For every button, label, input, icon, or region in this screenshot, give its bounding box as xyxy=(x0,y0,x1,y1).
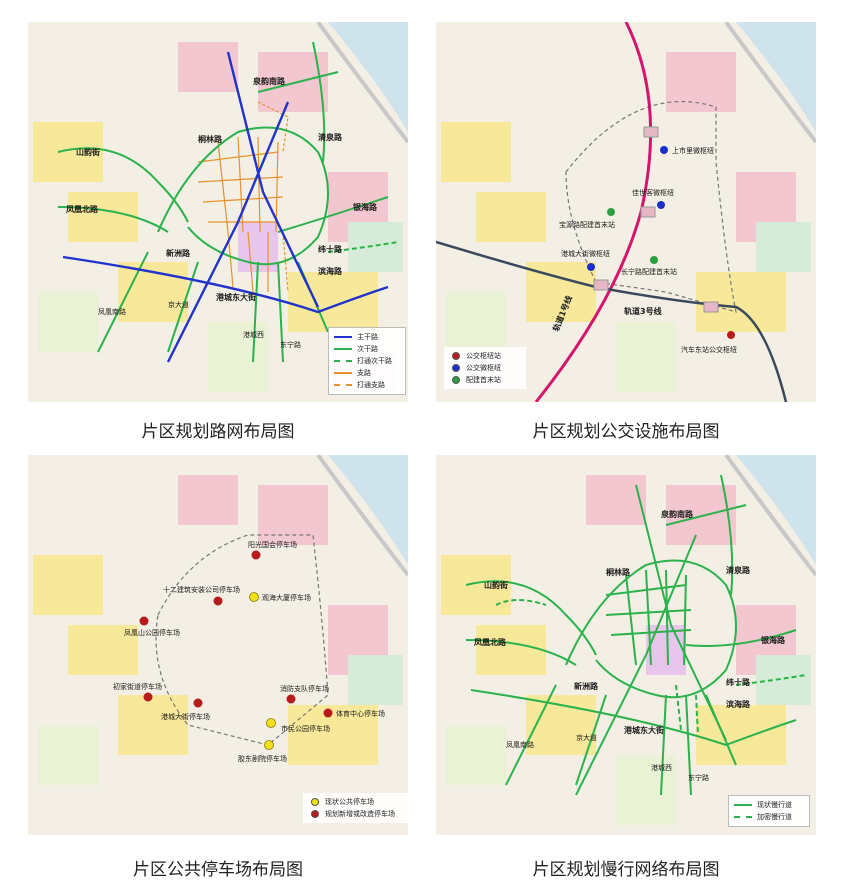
legend-label: 现状公共停车场 xyxy=(325,798,374,806)
slow-label-dongning: 东宁路 xyxy=(688,773,709,782)
road-network-svg: 泉韵南路 山韵街 桐林路 清泉路 凤凰北路 银海路 新洲路 纬十路 港城东大街 … xyxy=(28,22,408,402)
road-label-dongning: 东宁路 xyxy=(280,340,301,349)
legend-label: 加密慢行道 xyxy=(757,813,792,821)
legend-row: 支路 xyxy=(334,367,400,379)
slow-traffic-caption: 片区规划慢行网络布局图 xyxy=(532,860,720,880)
road-label-shanyun: 山韵街 xyxy=(76,147,100,157)
parking-label-shierjian: 十二建筑安装公司停车场 xyxy=(163,585,240,594)
transit-label-baoyuan: 宝源路配建首末站 xyxy=(559,220,615,229)
legend-label: 次干路 xyxy=(357,345,378,353)
parking-label-shimin: 市民公园停车场 xyxy=(281,724,330,733)
road-network-map: 泉韵南路 山韵街 桐林路 清泉路 凤凰北路 银海路 新洲路 纬十路 港城东大街 … xyxy=(28,22,408,402)
slow-traffic-svg: 泉韵南路 山韵街 桐林路 清泉路 凤凰北路 银海路 新洲路 纬十路 港城东大街 … xyxy=(436,455,816,835)
legend-row: 现状公共停车场 xyxy=(308,796,403,808)
slow-label-fenghuang-bei: 凤凰北路 xyxy=(474,637,507,647)
legend-row: 配建首末站 xyxy=(449,374,521,386)
parking-svg: 阳光国会停车场 十二建筑安装公司停车场 观海大厦停车场 凤凰山公园停车场 初家街… xyxy=(28,455,408,835)
road-label-tonglin: 桐林路 xyxy=(198,134,223,144)
parking-label-yangguang: 阳光国会停车场 xyxy=(248,540,297,549)
road-label-gangchengxi: 港城西 xyxy=(243,330,264,339)
transit-label-gangcheng: 港城大街微枢纽 xyxy=(561,249,610,258)
legend-label: 配建首末站 xyxy=(466,376,501,384)
slow-label-binhai: 滨海路 xyxy=(726,699,751,709)
parking-label-jiaodong: 胶东剧院停车场 xyxy=(238,754,287,763)
parking-map: 阳光国会停车场 十二建筑安装公司停车场 观海大厦停车场 凤凰山公园停车场 初家街… xyxy=(28,455,408,835)
legend-row: 公交微枢纽 xyxy=(449,362,521,374)
legend-row: 规划新增或改造停车场 xyxy=(308,808,403,820)
legend-row: 打通次干路 xyxy=(334,355,400,367)
parking-label-xiaofang: 消防支队停车场 xyxy=(280,684,329,693)
slow-traffic-map: 泉韵南路 山韵街 桐林路 清泉路 凤凰北路 银海路 新洲路 纬十路 港城东大街 … xyxy=(436,455,816,835)
slow-label-quanyun-nan: 泉韵南路 xyxy=(660,509,694,519)
slow-label-weishi: 纬十路 xyxy=(726,677,751,687)
legend-label: 公交微枢纽 xyxy=(466,364,501,372)
legend-label: 公交枢纽站 xyxy=(466,352,501,360)
transit-map: 上市里微枢纽 佳世客微枢纽 宝源路配建首末站 港城大街微枢纽 长宁路配建首末站 … xyxy=(436,22,816,402)
legend-label: 主干路 xyxy=(357,333,378,341)
transit-label-jiashi: 佳世客微枢纽 xyxy=(632,188,674,197)
legend-row: 现状慢行道 xyxy=(734,799,804,811)
transit-label-qichedong: 汽车东站公交枢纽 xyxy=(681,345,737,354)
parking-label-tiyu: 体育中心停车场 xyxy=(336,709,385,718)
parking-legend: 现状公共停车场 规划新增或改造停车场 xyxy=(303,793,408,823)
slow-label-shanyun: 山韵街 xyxy=(484,580,508,590)
legend-label: 现状慢行道 xyxy=(757,801,792,809)
road-label-jindao: 京大道 xyxy=(168,300,189,309)
slow-label-yinhai: 银海路 xyxy=(760,635,786,645)
parking-label-fenghuangshan: 凤凰山公园停车场 xyxy=(124,628,180,637)
slow-label-jindao: 京大道 xyxy=(576,733,597,742)
road-label-binhai: 滨海路 xyxy=(318,266,343,276)
road-label-quanyun-nan: 泉韵南路 xyxy=(252,76,286,86)
slow-label-fenghuang-nan: 凤凰南路 xyxy=(506,740,534,749)
legend-row: 主干路 xyxy=(334,331,400,343)
road-legend: 主干路 次干路 打通次干路 支路 打通支路 xyxy=(328,327,406,395)
slow-label-tonglin: 桐林路 xyxy=(606,567,631,577)
parking-label-gangcheng: 港城大街停车场 xyxy=(161,712,210,721)
slow-legend: 现状慢行道 加密慢行道 xyxy=(728,795,810,827)
legend-row: 次干路 xyxy=(334,343,400,355)
legend-label: 打通次干路 xyxy=(357,357,392,365)
road-label-fenghuang-bei: 凤凰北路 xyxy=(66,204,99,214)
legend-label: 打通支路 xyxy=(357,381,385,389)
legend-row: 公交枢纽站 xyxy=(449,350,521,362)
parking-label-chujia: 初家街道停车场 xyxy=(113,682,162,691)
slow-label-xinzhou: 新洲路 xyxy=(574,681,599,691)
transit-label-shangshili: 上市里微枢纽 xyxy=(672,146,714,155)
slow-label-gangchengxi: 港城西 xyxy=(651,763,672,772)
transit-label-changning: 长宁路配建首末站 xyxy=(621,267,677,276)
road-network-caption: 片区规划路网布局图 xyxy=(141,422,295,442)
legend-row: 打通支路 xyxy=(334,379,400,391)
road-label-xinzhou: 新洲路 xyxy=(166,248,191,258)
road-label-weishi: 纬十路 xyxy=(318,244,343,254)
transit-svg: 上市里微枢纽 佳世客微枢纽 宝源路配建首末站 港城大街微枢纽 长宁路配建首末站 … xyxy=(436,22,816,402)
transit-label-line3: 轨道3号线 xyxy=(624,306,662,316)
legend-row: 加密慢行道 xyxy=(734,811,804,823)
legend-label: 支路 xyxy=(357,369,371,377)
transit-legend: 公交枢纽站 公交微枢纽 配建首末站 xyxy=(444,347,526,389)
road-label-yinhai: 银海路 xyxy=(352,202,378,212)
road-label-gangcheng-dong: 港城东大街 xyxy=(216,292,256,302)
transit-caption: 片区规划公交设施布局图 xyxy=(532,422,720,442)
legend-label: 规划新增或改造停车场 xyxy=(325,810,395,818)
parking-caption: 片区公共停车场布局图 xyxy=(133,860,303,880)
slow-label-gangcheng-dong: 港城东大街 xyxy=(624,725,664,735)
slow-label-qingquan: 清泉路 xyxy=(726,565,751,575)
road-label-qingquan: 清泉路 xyxy=(318,132,343,142)
parking-label-guanhai: 观海大厦停车场 xyxy=(262,593,311,602)
road-label-fenghuang-nan: 凤凰南路 xyxy=(98,307,126,316)
